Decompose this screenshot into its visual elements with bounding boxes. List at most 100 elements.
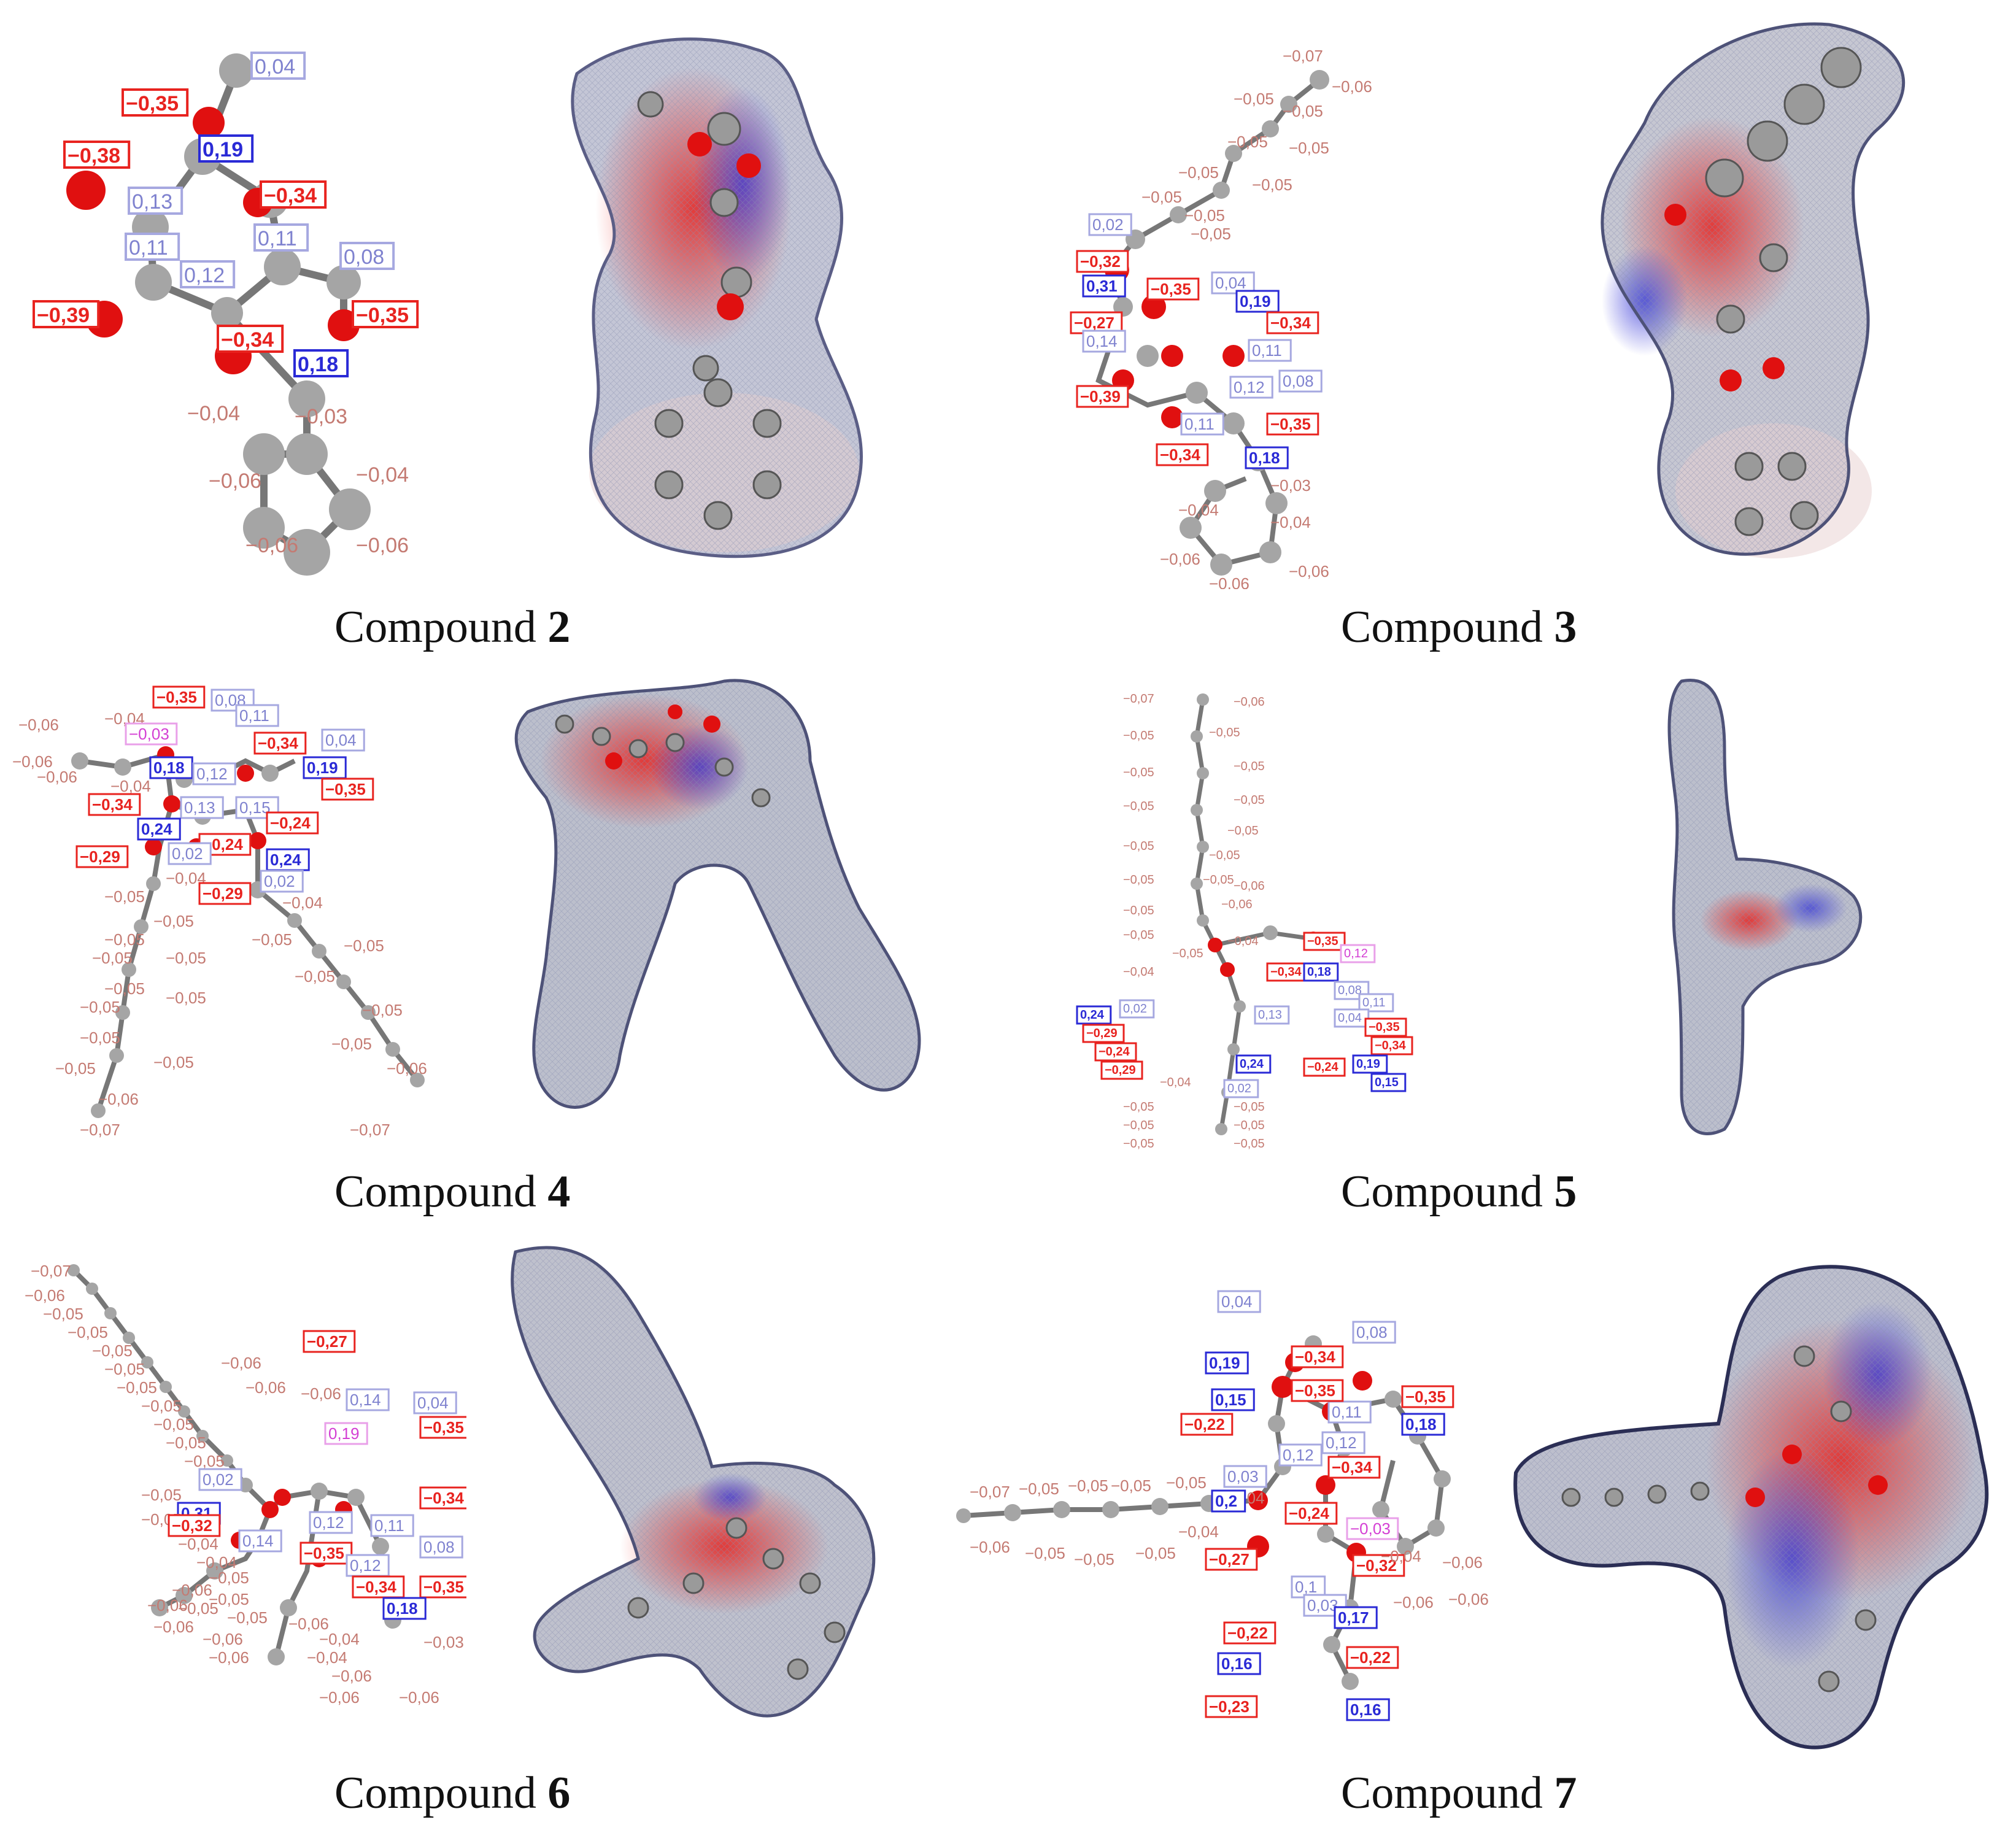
charge-label: −0,05 [153,1053,194,1071]
charge-label: −0,06 [172,1581,212,1599]
charge-label-box [1223,1079,1259,1098]
charge-value: −0,06 [221,1354,261,1372]
charge-label-box [63,141,131,169]
charge-label: −0,04 [1227,935,1259,948]
charge-value: −0,34 [1160,446,1200,464]
charge-label-box [1156,443,1209,466]
charge-value: −0,05 [1123,839,1154,853]
charge-label: −0,05 [141,1397,182,1415]
charge-label: −0,05 [1123,839,1154,853]
charge-label: 0,12 [1340,944,1376,963]
charge-value: −0,06 [245,534,298,557]
charge-value: −0,06 [153,1618,194,1636]
charge-value: 0,04 [1221,1292,1253,1311]
charge-value: −0,07 [350,1121,390,1139]
charge-value: 0,13 [1258,1008,1282,1022]
charge-value: 0,18 [387,1599,418,1618]
charge-value: −0,05 [1135,1544,1176,1562]
charge-label: −0,32 [168,1514,221,1537]
charge-label: 0,02 [260,870,304,893]
compound-7-charge-diagram: 0,040,080,19−0,340,11−0,350,15−0,350,18−… [956,1290,1489,1721]
charge-label: −0,05 [104,979,145,998]
charge-label: −0,27 [1205,1548,1258,1571]
charge-label: −0,35 [321,778,374,801]
charge-label: −0,04 [1123,965,1154,979]
charge-value: −0,06 [319,1688,360,1707]
charge-value: −0,22 [1184,1415,1225,1434]
charge-label: −0,06 [203,1630,243,1648]
charge-label: 0,15 [1370,1073,1407,1092]
charge-value: −0,04 [1270,513,1311,531]
charge-label: −0,05 [1123,904,1154,917]
charge-value: −0,29 [80,847,120,866]
charge-value: −0,05 [227,1608,268,1627]
charge-value: −0,05 [344,936,384,955]
charge-label: 0,14 [346,1388,390,1411]
charge-value: −0,05 [153,912,194,930]
charge-label-box [1205,1695,1258,1718]
charge-label-box [125,233,180,261]
charge-label-box [1303,962,1339,982]
charge-label-box [253,223,309,252]
charge-label: 0,16 [1346,1698,1390,1721]
charge-label: 0,08 [1278,369,1323,393]
charge-label-box [217,325,284,353]
charge-label: 0,19 [1235,290,1280,313]
charge-label-box [260,870,304,893]
charge-label-box [1082,330,1126,353]
charge-value: 0,12 [1344,947,1368,960]
charge-label: 0,11 [1358,993,1394,1013]
charge-label: 0,02 [168,842,212,865]
charge-value: −0,05 [1123,800,1154,813]
charge-label-box [1235,1054,1272,1074]
charge-value: −0,05 [1123,1100,1154,1114]
charge-value: −0,05 [104,979,145,998]
charge-value: −0,05 [331,1035,372,1053]
charge-value: −0,06 [356,534,409,557]
charge-label-box [1248,339,1292,362]
charge-value: −0,27 [1074,314,1114,332]
charge-value: 0,18 [298,353,338,376]
charge-label: −0,05 [1019,1480,1059,1498]
charge-label-box [1146,277,1200,301]
charge-value: −0,04 [1381,1547,1421,1565]
charge-label: 0,04 [1334,1008,1370,1028]
charge-label: 0,08 [339,242,395,270]
charge-label: −0,05 [1123,766,1154,779]
charge-label: −0,07 [350,1121,390,1139]
charge-label: −0,06 [1234,695,1265,709]
charge-label: −0,05 [92,1341,133,1360]
compound-4-caption: Compound 4 [334,1167,571,1217]
charge-label: −0,34 [260,180,327,209]
charge-value: −0,06 [203,1630,243,1648]
charge-value: −0,07 [970,1483,1010,1501]
charge-value: −0,05 [166,949,206,967]
charge-label: −0,05 [1203,873,1234,887]
charge-value: −0,04 [178,1535,218,1553]
charge-value: −0,07 [31,1262,71,1280]
charge-label: −0,34 [1291,1345,1344,1368]
charge-value: −0,29 [203,884,243,903]
charge-label-box [1217,1290,1261,1313]
charge-value: 0,16 [1350,1700,1381,1719]
charge-value: −0,05 [1025,1544,1065,1562]
charge-label: −0,05 [153,912,194,930]
charge-label: −0,04 [282,893,323,912]
charge-label: −0,05 [1234,760,1265,773]
charge-value: −0,05 [1227,824,1259,838]
charge-value: −0,04 [1123,965,1154,979]
charge-value: −0,35 [156,688,197,706]
charge-value: −0,35 [356,304,409,327]
charge-label: −0,06 [399,1688,439,1707]
charge-value: −0,05 [1123,928,1154,942]
charge-label-box [198,1468,242,1491]
charge-label: −0,05 [1227,824,1259,838]
charge-label: −0,05 [362,1001,403,1019]
charge-value: −0,04 [319,1630,360,1648]
charge-value: −0,05 [1234,1119,1265,1132]
charge-value: −0,39 [37,304,90,327]
charge-label-box [303,1330,356,1353]
charge-value: 0,12 [1283,1446,1314,1464]
charge-label: −0,06 [1221,898,1253,911]
charge-value: −0,05 [80,998,120,1016]
